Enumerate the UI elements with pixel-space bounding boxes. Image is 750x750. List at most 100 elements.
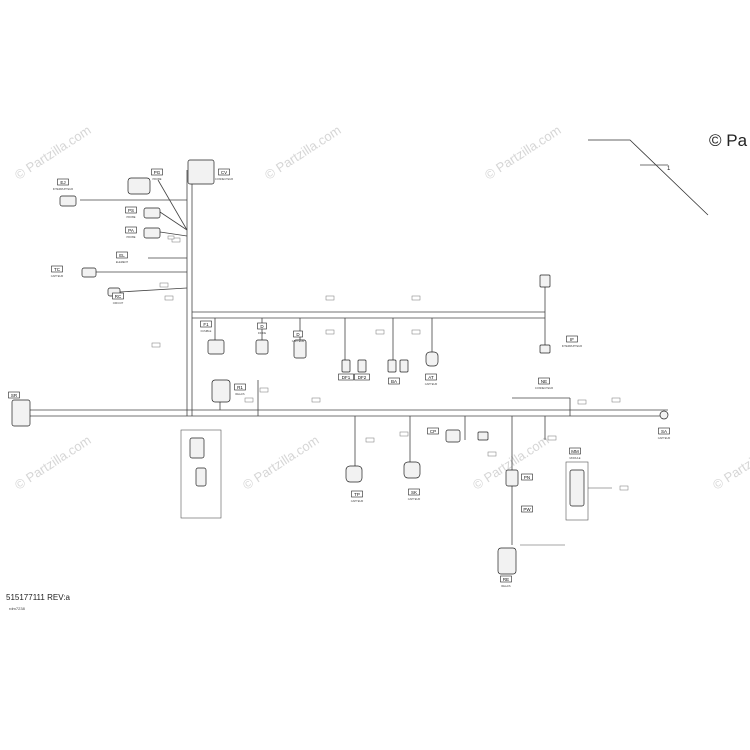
connector-code: RE	[503, 577, 509, 582]
connector-cp: CP	[427, 427, 439, 435]
connector-shape	[357, 359, 367, 373]
connector-code: AT	[428, 375, 434, 380]
connector-code-box	[116, 251, 128, 259]
connector-shape	[195, 467, 207, 487]
connector-sk: SK CAPTEUR	[408, 488, 421, 501]
connector-df2: DF2	[354, 373, 370, 381]
connector-df1: DF1	[338, 373, 354, 381]
circuit-ref-tag	[311, 397, 321, 403]
connector-shape	[425, 351, 439, 367]
connector-shape	[345, 465, 363, 483]
connector-description: CIRCUIT	[113, 301, 124, 305]
circuit-ref-tag	[325, 295, 335, 301]
circuit-ref-tag	[171, 237, 181, 243]
connector-code: F1	[203, 322, 209, 327]
connector-code: CV	[221, 170, 227, 175]
connector-code-box	[566, 335, 578, 343]
connector-el: EL ELEMENT	[116, 251, 129, 264]
connector-description: CONNECTEUR	[535, 386, 553, 390]
connector-code: NE	[541, 379, 547, 384]
connector-ej: EJ INTERRUPTEUR	[53, 178, 73, 191]
connector-code-box	[200, 320, 212, 328]
connector-shape	[143, 227, 161, 239]
connector-code: TC	[54, 267, 61, 272]
circuit-ref-tag	[167, 235, 175, 240]
connector-code-box	[51, 265, 63, 273]
branch-wire	[119, 287, 188, 293]
connector-code: SK	[411, 490, 417, 495]
part-number: 515177111 REV:a	[6, 593, 70, 602]
circuit-ref-tag	[547, 435, 557, 441]
connector-code: BA	[391, 379, 397, 384]
connector-code-box	[427, 427, 439, 435]
connector-code: EL	[119, 253, 125, 258]
connector-shape	[403, 461, 421, 479]
circuit-ref-tag	[159, 282, 169, 288]
connector-code: SA	[661, 429, 667, 434]
connector-shape	[11, 399, 31, 427]
branch-wire	[157, 179, 188, 231]
circuit-ref-tag	[611, 397, 621, 403]
connector-code-box	[125, 226, 137, 234]
connector-code: DF2	[358, 375, 367, 380]
connector-shape	[539, 274, 551, 288]
connector-code-box	[658, 427, 670, 435]
connector-code: R1	[237, 385, 243, 390]
circuit-ref-tag	[151, 342, 161, 348]
connector-code-box	[293, 330, 303, 338]
circuit-ref-tag	[399, 431, 409, 437]
connector-shape	[59, 195, 77, 207]
connector-shape	[341, 359, 351, 373]
connector-description: ELEMENT	[116, 260, 129, 264]
circuit-ref-tag	[619, 485, 629, 491]
connector-shape	[143, 207, 161, 219]
connector-code-box	[257, 322, 267, 330]
connector-description: CAPTEUR	[51, 274, 64, 278]
connector-code: PA	[128, 228, 134, 233]
circuit-ref-tag	[375, 329, 385, 335]
connector-shape	[505, 469, 519, 487]
connector-code: IF	[570, 337, 574, 342]
circuit-ref-tag	[577, 399, 587, 405]
connector-code-box	[112, 292, 124, 300]
connector-d: D CAPTEUR	[292, 330, 305, 343]
connector-shape	[127, 177, 151, 195]
connector-ba: BA	[388, 377, 400, 385]
connector-description: CAPTEUR	[292, 339, 305, 343]
circuit-ref-tag	[365, 437, 375, 443]
connector-description: CAPTEUR	[408, 497, 421, 501]
connector-code: CP	[430, 429, 436, 434]
connector-shape	[659, 410, 669, 420]
connector-description: INTERRUPTEUR	[53, 187, 73, 191]
connector-code: EJ	[60, 180, 65, 185]
copyright-notice: © Pa	[709, 131, 748, 150]
connector-code: PN	[524, 475, 530, 480]
connector-code-box	[151, 168, 163, 176]
connector-code-box	[8, 391, 20, 399]
connector-code-box	[408, 488, 420, 496]
connector-shape	[477, 431, 489, 441]
connector-tp: TP CAPTEUR	[351, 490, 364, 503]
connector-code: TP	[354, 492, 360, 497]
circuit-ref-tag	[411, 329, 421, 335]
connector-code: MM	[571, 449, 579, 454]
connector-code-box	[521, 505, 533, 513]
connector-code: RC	[115, 294, 122, 299]
connector-description: RELAIS	[501, 584, 510, 588]
connector-shape	[497, 547, 517, 575]
branch-wire	[159, 211, 188, 231]
connector-code: D	[260, 324, 264, 329]
connector-description: CAPTEUR	[351, 499, 364, 503]
connector-code: D	[296, 332, 300, 337]
connector-code-box	[388, 377, 400, 385]
connector-shape	[445, 429, 461, 443]
